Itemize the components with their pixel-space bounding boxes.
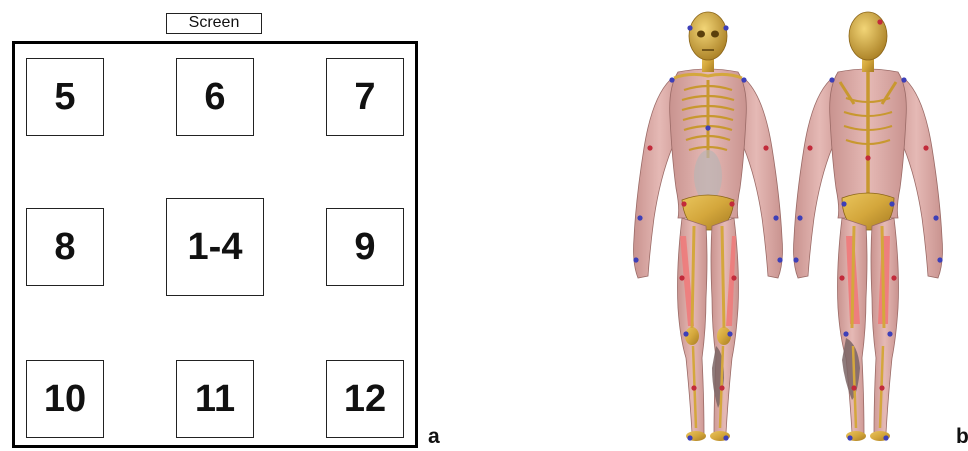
station-8: 8 xyxy=(26,208,104,286)
back-skull xyxy=(849,12,887,60)
station-1-4: 1-4 xyxy=(166,198,264,296)
front-skull xyxy=(689,12,727,60)
screen-label: Screen xyxy=(166,13,262,34)
panel-label-a: a xyxy=(428,425,440,449)
front-left-femur xyxy=(692,226,694,328)
back-view-model xyxy=(793,12,942,441)
station-10: 10 xyxy=(26,360,104,438)
station-7: 7 xyxy=(326,58,404,136)
front-right-femur xyxy=(722,226,724,328)
front-eye-socket-right xyxy=(711,31,719,38)
front-view-model xyxy=(633,12,782,441)
station-6: 6 xyxy=(176,58,254,136)
musculoskeletal-model-figure xyxy=(620,8,950,451)
back-right-femur xyxy=(882,226,884,328)
station-12: 12 xyxy=(326,360,404,438)
station-11: 11 xyxy=(176,360,254,438)
station-9: 9 xyxy=(326,208,404,286)
back-left-femur xyxy=(852,226,854,328)
station-5: 5 xyxy=(26,58,104,136)
front-abdomen xyxy=(694,150,722,202)
front-eye-socket-left xyxy=(697,31,705,38)
panel-label-b: b xyxy=(956,425,968,449)
